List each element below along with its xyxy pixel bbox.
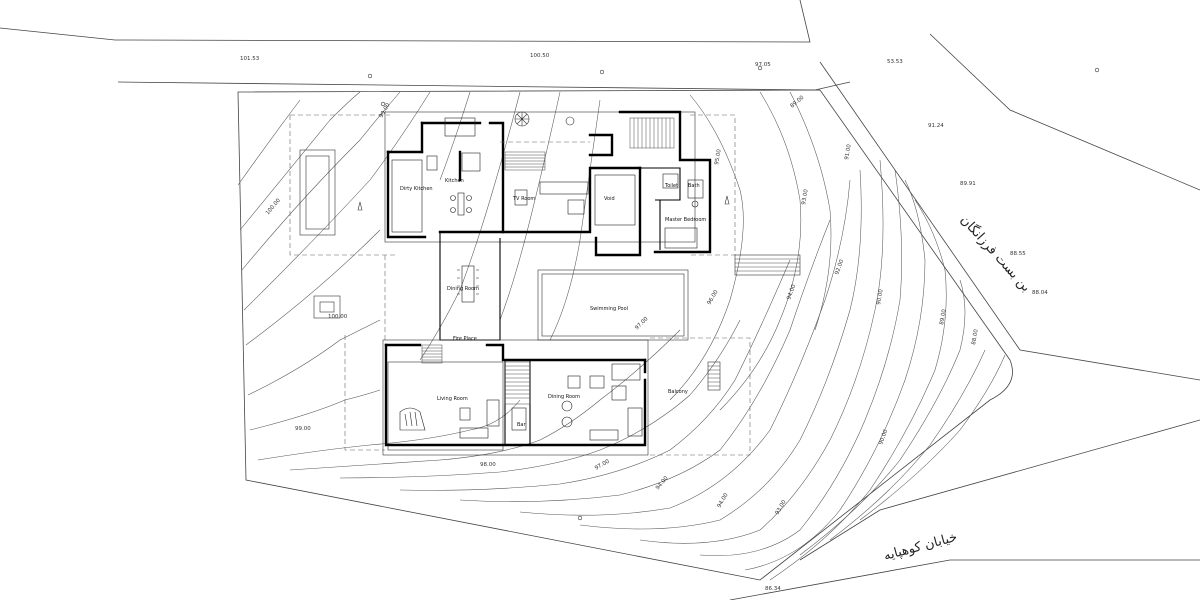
living-furniture — [399, 363, 643, 441]
room-swimming-pool: Swimming Pool — [590, 306, 628, 312]
contour-label: 93.00 — [775, 499, 788, 516]
room-fire-place: Fire Place — [453, 336, 477, 342]
tv-room-furniture — [514, 174, 636, 226]
elev-bottom: 86.34 — [765, 586, 781, 592]
elev-top-3: 97.05 — [755, 62, 771, 68]
street-names: بن بست فرزانگان خیابان کوهپایه — [882, 212, 1034, 564]
room-void: Void — [604, 196, 615, 202]
elevation-labels: 101.53 100.50 97.05 53.53 91.24 89.91 88… — [240, 53, 1048, 592]
dining-furniture — [457, 265, 479, 303]
elev-right-3: 88.55 — [1010, 251, 1026, 257]
street-name-bottom: خیابان کوهپایه — [882, 530, 959, 564]
contour-label: 99.00 — [379, 102, 392, 119]
room-kitchen: Kitchen — [445, 178, 464, 184]
contour-label: 90.00 — [878, 428, 889, 445]
elev-top-4: 53.53 — [887, 59, 903, 65]
contour-label: 94.00 — [717, 492, 730, 509]
balcony-deck — [707, 254, 801, 391]
room-bath: Bath — [688, 183, 700, 189]
contour-label: 100.00 — [328, 314, 348, 320]
contour-label: 96.00 — [707, 289, 720, 306]
contour-lines — [237, 91, 1006, 581]
contour-label: 88.00 — [971, 328, 980, 345]
contour-label: 94.00 — [786, 283, 797, 300]
room-dining: Dining Room — [447, 286, 479, 292]
lower-building — [382, 339, 649, 456]
lower-stair — [421, 344, 531, 405]
room-master-bedroom: Master Bedroom — [665, 217, 706, 223]
room-bar: Bar — [517, 422, 526, 428]
contour-label: 94.00 — [655, 475, 670, 491]
top-trees — [367, 65, 1100, 521]
swimming-pool — [537, 269, 689, 341]
contour-label: 90.00 — [876, 288, 885, 305]
room-dining-2: Dining Room — [548, 394, 580, 400]
setback-lines — [289, 114, 751, 456]
elev-top-2: 100.50 — [530, 53, 550, 59]
room-tv: TV Room — [512, 196, 535, 202]
upper-stair — [500, 117, 675, 171]
elev-right-2: 89.91 — [960, 181, 976, 187]
contour-label: 95.00 — [714, 148, 723, 165]
contour-label: 91.00 — [844, 143, 853, 160]
contour-label: 97.00 — [594, 458, 611, 471]
room-dirty-kitchen: Dirty Kitchen — [400, 186, 433, 192]
bedroom-furniture — [662, 173, 704, 249]
kitchen-furniture — [391, 117, 481, 233]
elev-right-4: 88.04 — [1032, 290, 1048, 296]
left-terrace — [299, 149, 341, 319]
elev-right-1: 91.24 — [928, 123, 944, 129]
site-boundary — [237, 89, 1013, 581]
contour-label: 97.00 — [634, 316, 650, 332]
room-toilet: Toilet — [664, 183, 678, 189]
room-balcony: Balcony — [668, 389, 688, 395]
north-arrow-icon — [357, 195, 730, 211]
room-living: Living Room — [437, 396, 468, 402]
contour-label: 98.00 — [480, 462, 496, 468]
contour-label: 99.00 — [295, 426, 311, 432]
room-labels: Dirty Kitchen Kitchen TV Room Void Toile… — [400, 178, 706, 428]
contour-label: 93.00 — [801, 188, 810, 205]
contour-label: 92.00 — [834, 258, 845, 275]
contour-label: 100.00 — [265, 197, 282, 216]
contour-label: 89.00 — [939, 308, 948, 325]
elev-top-1: 101.53 — [240, 56, 260, 62]
